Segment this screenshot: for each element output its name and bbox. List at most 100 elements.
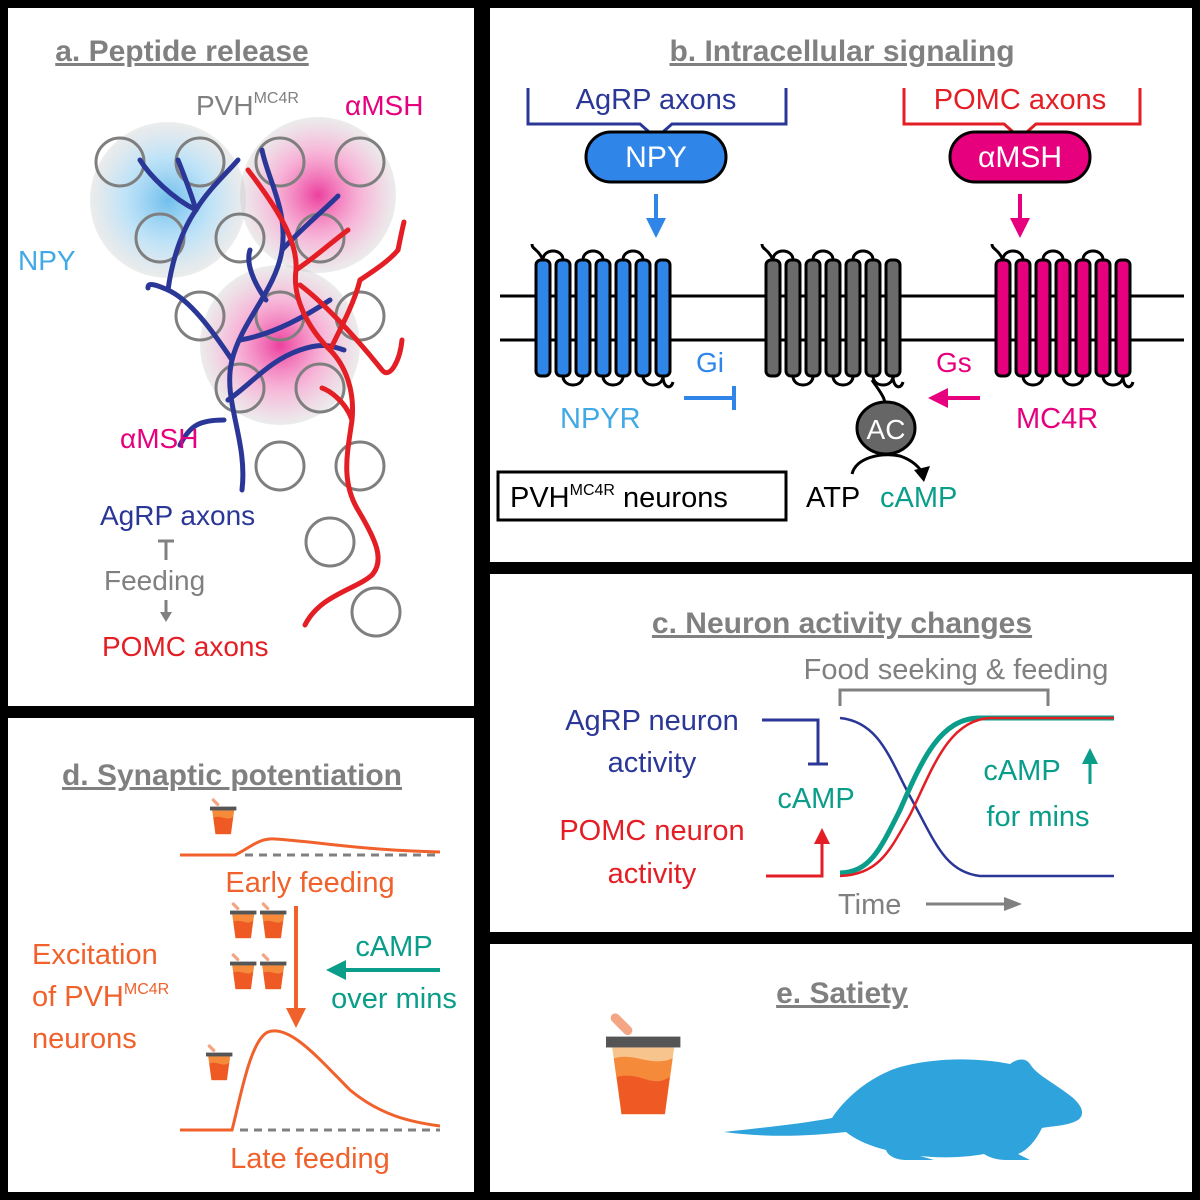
camp-curve [839, 715, 1114, 876]
pomc-activity-label-2: activity [608, 858, 697, 890]
gi-inhibition-symbol [684, 386, 736, 410]
drink-cup-icon [230, 902, 257, 939]
receptor-loop [561, 375, 585, 387]
panel-d: d. Synaptic potentiation Early feeding [32, 759, 457, 1175]
receptor-loop [1081, 249, 1105, 261]
gprotein-receptor-complex [760, 243, 905, 389]
pomc-axon-branches [245, 167, 407, 628]
panel-e-background [490, 944, 1192, 1192]
label-atp: ATP [806, 482, 860, 514]
agrp-activity-curve [839, 716, 1114, 878]
camp-up-label-1: cAMP [983, 755, 1060, 787]
panel-c: c. Neuron activity changes Food seeking … [559, 607, 1114, 921]
receptor-loop [601, 375, 625, 387]
camp-arrow-d-head [326, 960, 346, 980]
over-mins-label: over mins [331, 983, 457, 1015]
npy-arrow-head [646, 218, 666, 238]
receptor-loop [851, 249, 875, 261]
label-npyr: NPYR [560, 403, 641, 435]
label-camp-b: cAMP [880, 482, 957, 514]
food-seeking-bracket [838, 688, 1050, 706]
feeding-arrow-head [160, 612, 172, 622]
transmembrane-helix [1014, 258, 1032, 378]
receptor-loop [621, 249, 645, 261]
receptor-loop [581, 249, 605, 261]
label-feeding: Feeding [104, 565, 205, 596]
time-arrow-head [1004, 897, 1022, 911]
npy-pill-label: NPY [625, 141, 687, 174]
transmembrane-helix [634, 258, 652, 378]
camp-up-arrow-head [1082, 748, 1098, 764]
receptor-loop [811, 249, 835, 261]
transmembrane-helix [994, 258, 1012, 378]
transmembrane-helix [1034, 258, 1052, 378]
ac-label: AC [867, 414, 906, 445]
late-feeding-label: Late feeding [230, 1143, 390, 1175]
early-feeding-trace [180, 837, 441, 857]
drink-cups-group [230, 902, 287, 990]
label-amsh-bottom: αMSH [120, 423, 198, 454]
transmembrane-helix [1074, 258, 1092, 378]
inhibition-symbol [158, 539, 174, 560]
pomc-to-camp-arrow-head [814, 828, 830, 844]
drink-cup-icon [206, 1044, 233, 1081]
drink-cup-icon [210, 798, 237, 835]
gs-arrow-head [928, 388, 948, 408]
pomc-to-camp-arrow [766, 842, 824, 878]
transmembrane-helix [864, 258, 882, 378]
transmembrane-helix [1054, 258, 1072, 378]
transmembrane-helix [654, 258, 672, 378]
camp-label-c: cAMP [777, 783, 854, 815]
agrp-axon-branches [137, 147, 347, 493]
potentiation-arrow-head [286, 1008, 306, 1028]
msh-pill [948, 130, 1092, 184]
transmembrane-helix [574, 258, 592, 378]
label-pomc-axons-b: POMC axons [934, 84, 1106, 116]
npyr-receptor [530, 243, 675, 389]
receptor-c-terminus [891, 375, 905, 389]
panel-a-title: a. Peptide release [55, 35, 308, 68]
agrp-to-camp-inhibition [762, 718, 828, 766]
pvh-neurons-label: PVHMC4R neurons [510, 482, 728, 514]
label-npy: NPY [18, 245, 76, 276]
transmembrane-helix [844, 258, 862, 378]
receptor-loop [1061, 375, 1085, 387]
drink-cup-icon [606, 1013, 681, 1115]
receptor-n-terminus [990, 243, 1005, 261]
transmembrane-helix [1094, 258, 1112, 378]
panel-e-title: e. Satiety [776, 977, 908, 1010]
panel-b-title: b. Intracellular signaling [669, 35, 1014, 68]
transmembrane-helix [884, 258, 902, 378]
receptor-n-terminus [530, 243, 545, 261]
npy-release-cloud [90, 122, 246, 278]
label-pvh: PVHMC4R [196, 90, 299, 121]
label-gs: Gs [936, 347, 972, 378]
camp-up-label-2: for mins [986, 801, 1089, 833]
panel-d-title: d. Synaptic potentiation [62, 759, 402, 792]
early-feeding-label: Early feeding [225, 867, 394, 899]
label-agrp-axons-b: AgRP axons [576, 84, 737, 116]
mc4r-receptor [990, 243, 1135, 389]
camp-label-d: cAMP [355, 931, 432, 963]
receptor-loop [771, 249, 795, 261]
mouse-icon [724, 1059, 1083, 1160]
panel-a: a. Peptide release [18, 35, 423, 662]
transmembrane-helix [554, 258, 572, 378]
transmembrane-helix [764, 258, 782, 378]
msh-release-cloud-top [240, 117, 396, 273]
npy-pill [584, 130, 728, 184]
excitation-label-1: Excitation [32, 939, 158, 971]
receptor-c-terminus [661, 375, 675, 389]
agrp-activity-label-2: activity [608, 747, 697, 779]
excitation-label-2: of PVHMC4R [32, 981, 169, 1013]
transmembrane-helix [594, 258, 612, 378]
receptor-loop [831, 375, 855, 387]
pvh-neurons-box [496, 470, 788, 522]
receptor-loop [791, 375, 815, 387]
receptor-loop [541, 249, 565, 261]
drink-cup-icon [260, 902, 287, 939]
food-seeking-label: Food seeking & feeding [804, 654, 1109, 686]
label-gi: Gi [696, 347, 724, 378]
panel-e: e. Satiety [606, 977, 1083, 1160]
